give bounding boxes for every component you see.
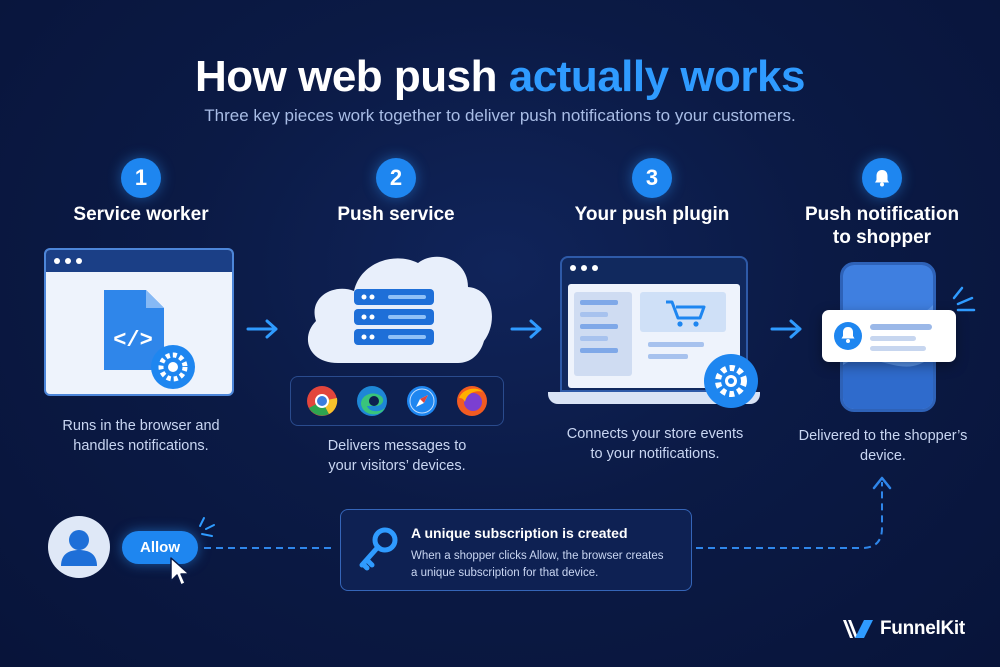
step-4-badge: [862, 158, 902, 198]
title-main: How web push: [195, 52, 509, 101]
step-2-title: Push service: [337, 204, 455, 225]
arrow-right-icon: [510, 319, 542, 339]
page-title: How web push actually works: [0, 52, 1000, 102]
gear-icon: [151, 345, 195, 389]
cloud-server-icon: [307, 256, 492, 363]
edge-icon: [357, 386, 387, 416]
signal-lines-icon: [952, 286, 976, 312]
brand-logo: FunnelKit: [842, 618, 965, 640]
firefox-icon: [457, 386, 487, 416]
subscription-text: When a shopper clicks Allow, the browser…: [411, 550, 664, 579]
step-1-badge: 1: [121, 158, 161, 198]
chrome-icon: [307, 386, 338, 416]
notification-card: [822, 310, 956, 362]
key-icon: [359, 527, 398, 571]
cursor-icon: [170, 557, 190, 586]
funnelkit-logo-icon: [843, 620, 873, 638]
step-3-title: Your push plugin: [574, 204, 730, 225]
browser-list: [290, 376, 504, 426]
subscription-flow-line: [204, 476, 892, 549]
laptop-base: [548, 392, 760, 404]
safari-icon: [407, 386, 437, 416]
browser-window-bar: [46, 250, 232, 272]
page-subtitle: Three key pieces work together to delive…: [204, 106, 796, 125]
step-3-badge: 3: [632, 158, 672, 198]
subscription-title: A unique subscription is created: [411, 525, 628, 541]
bell-icon: [875, 170, 889, 187]
code-file-icon: </>: [104, 290, 195, 389]
step-2-badge: 2: [376, 158, 416, 198]
step-1-title: Service worker: [73, 204, 209, 225]
avatar: [48, 516, 110, 578]
click-lines-icon: [199, 517, 215, 537]
brand-name: FunnelKit: [880, 618, 965, 639]
arrow-right-icon: [246, 319, 278, 339]
service-worker-illustration: </>: [44, 248, 234, 396]
subscription-info-box: A unique subscription is created When a …: [340, 509, 692, 591]
arrow-right-icon: [770, 319, 802, 339]
allow-button[interactable]: Allow: [122, 531, 198, 564]
svg-text:</>: </>: [113, 328, 153, 353]
laptop-cart-icon: [560, 256, 748, 392]
title-accent: actually works: [508, 52, 806, 101]
gear-icon: [704, 354, 758, 408]
